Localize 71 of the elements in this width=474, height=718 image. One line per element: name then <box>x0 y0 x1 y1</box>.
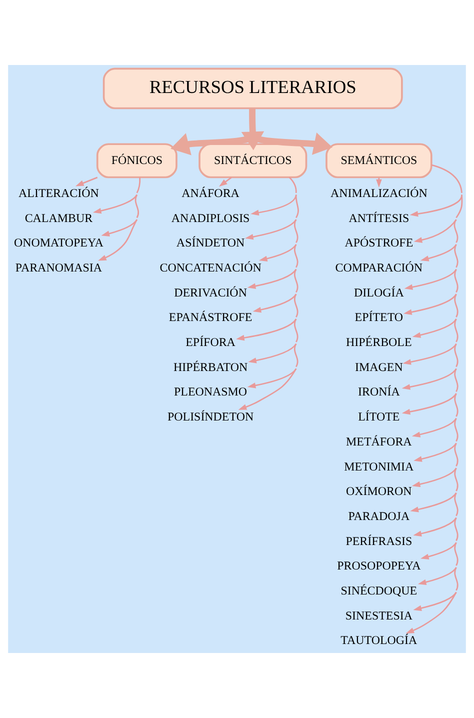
arrow <box>420 517 458 560</box>
node-text: PARADOJA <box>348 508 410 523</box>
arrow <box>236 294 298 341</box>
node-text: ASÍNDETON <box>176 236 245 250</box>
node-text: POLISÍNDETON <box>167 410 254 424</box>
node-text: METÁFORA <box>346 434 412 448</box>
arrow <box>92 177 141 214</box>
node-text: PROSOPOPEYA <box>337 558 421 573</box>
arrow <box>410 164 462 217</box>
node-text: OXÍMORON <box>346 484 412 498</box>
node-box: FÓNICOS <box>96 143 178 178</box>
arrow <box>402 368 458 415</box>
arrow <box>258 219 298 262</box>
arrow <box>406 592 457 634</box>
node-text: CONCATENACIÓN <box>160 260 262 274</box>
node-text: CALAMBUR <box>24 210 93 225</box>
arrow <box>247 244 298 289</box>
node-text: PLEONASMO <box>174 384 248 399</box>
arrow <box>241 131 264 150</box>
arrow <box>420 219 458 262</box>
node-text: LÍTOTE <box>358 410 400 424</box>
arrow <box>412 442 458 488</box>
arrow <box>248 318 298 364</box>
node-text: PARANOMASIA <box>15 260 102 274</box>
node-text: HIPÉRBOLE <box>346 335 412 350</box>
node-text: ONOMATOPEYA <box>14 236 104 250</box>
arrow <box>75 176 98 186</box>
arrow <box>252 269 298 313</box>
arrow <box>101 194 139 236</box>
arrow <box>402 318 458 365</box>
node-text: TAUTOLOGÍA <box>340 633 418 648</box>
arrow <box>414 418 458 462</box>
arrow <box>412 294 458 338</box>
node-box: RECURSOS LITERARIOS <box>102 68 403 110</box>
node-text: ANIMALIZACIÓN <box>330 186 428 200</box>
arrow <box>247 344 298 388</box>
arrow <box>245 194 299 240</box>
arrow <box>98 219 138 261</box>
node-text: APÓSTROFE <box>344 236 414 250</box>
node-text: PERÍFRASIS <box>346 534 412 548</box>
node-text: IRONÍA <box>358 384 400 399</box>
node-text: HIPÉRBATON <box>173 360 248 374</box>
node-text: SINÉCDOQUE <box>340 583 418 598</box>
arrow <box>218 176 232 187</box>
arrow <box>410 468 458 512</box>
node-text: COMPARACIÓN <box>335 260 423 274</box>
arrow <box>413 492 458 536</box>
node-text: METONIMIA <box>344 459 414 474</box>
arrow <box>250 176 297 216</box>
node-text: EPÍTETO <box>354 310 404 324</box>
arrow <box>404 244 458 290</box>
arrow <box>238 368 297 410</box>
node-text: ANTÍTESIS <box>348 210 410 225</box>
node-text: ANADIPLOSIS <box>171 210 250 225</box>
arrow <box>418 542 458 585</box>
node-text: DERIVACIÓN <box>174 285 247 300</box>
arrow <box>412 393 458 438</box>
node-text: SINESTESIA <box>345 608 412 622</box>
node-text: ALITERACIÓN <box>18 186 99 200</box>
arrow <box>413 567 458 611</box>
arrow <box>376 178 382 188</box>
arrow <box>402 344 458 390</box>
node-text: EPÍFORA <box>186 335 236 350</box>
arrow <box>414 194 463 243</box>
arrow <box>403 269 458 315</box>
node-text: DILOGÍA <box>354 285 404 300</box>
node-box: SEMÁNTICOS <box>326 143 432 178</box>
node-box: SINTÁCTICOS <box>198 143 308 178</box>
node-text: ANÁFORA <box>182 186 240 200</box>
node-text: IMAGEN <box>355 360 403 374</box>
node-text: EPANÁSTROFE <box>168 310 252 324</box>
